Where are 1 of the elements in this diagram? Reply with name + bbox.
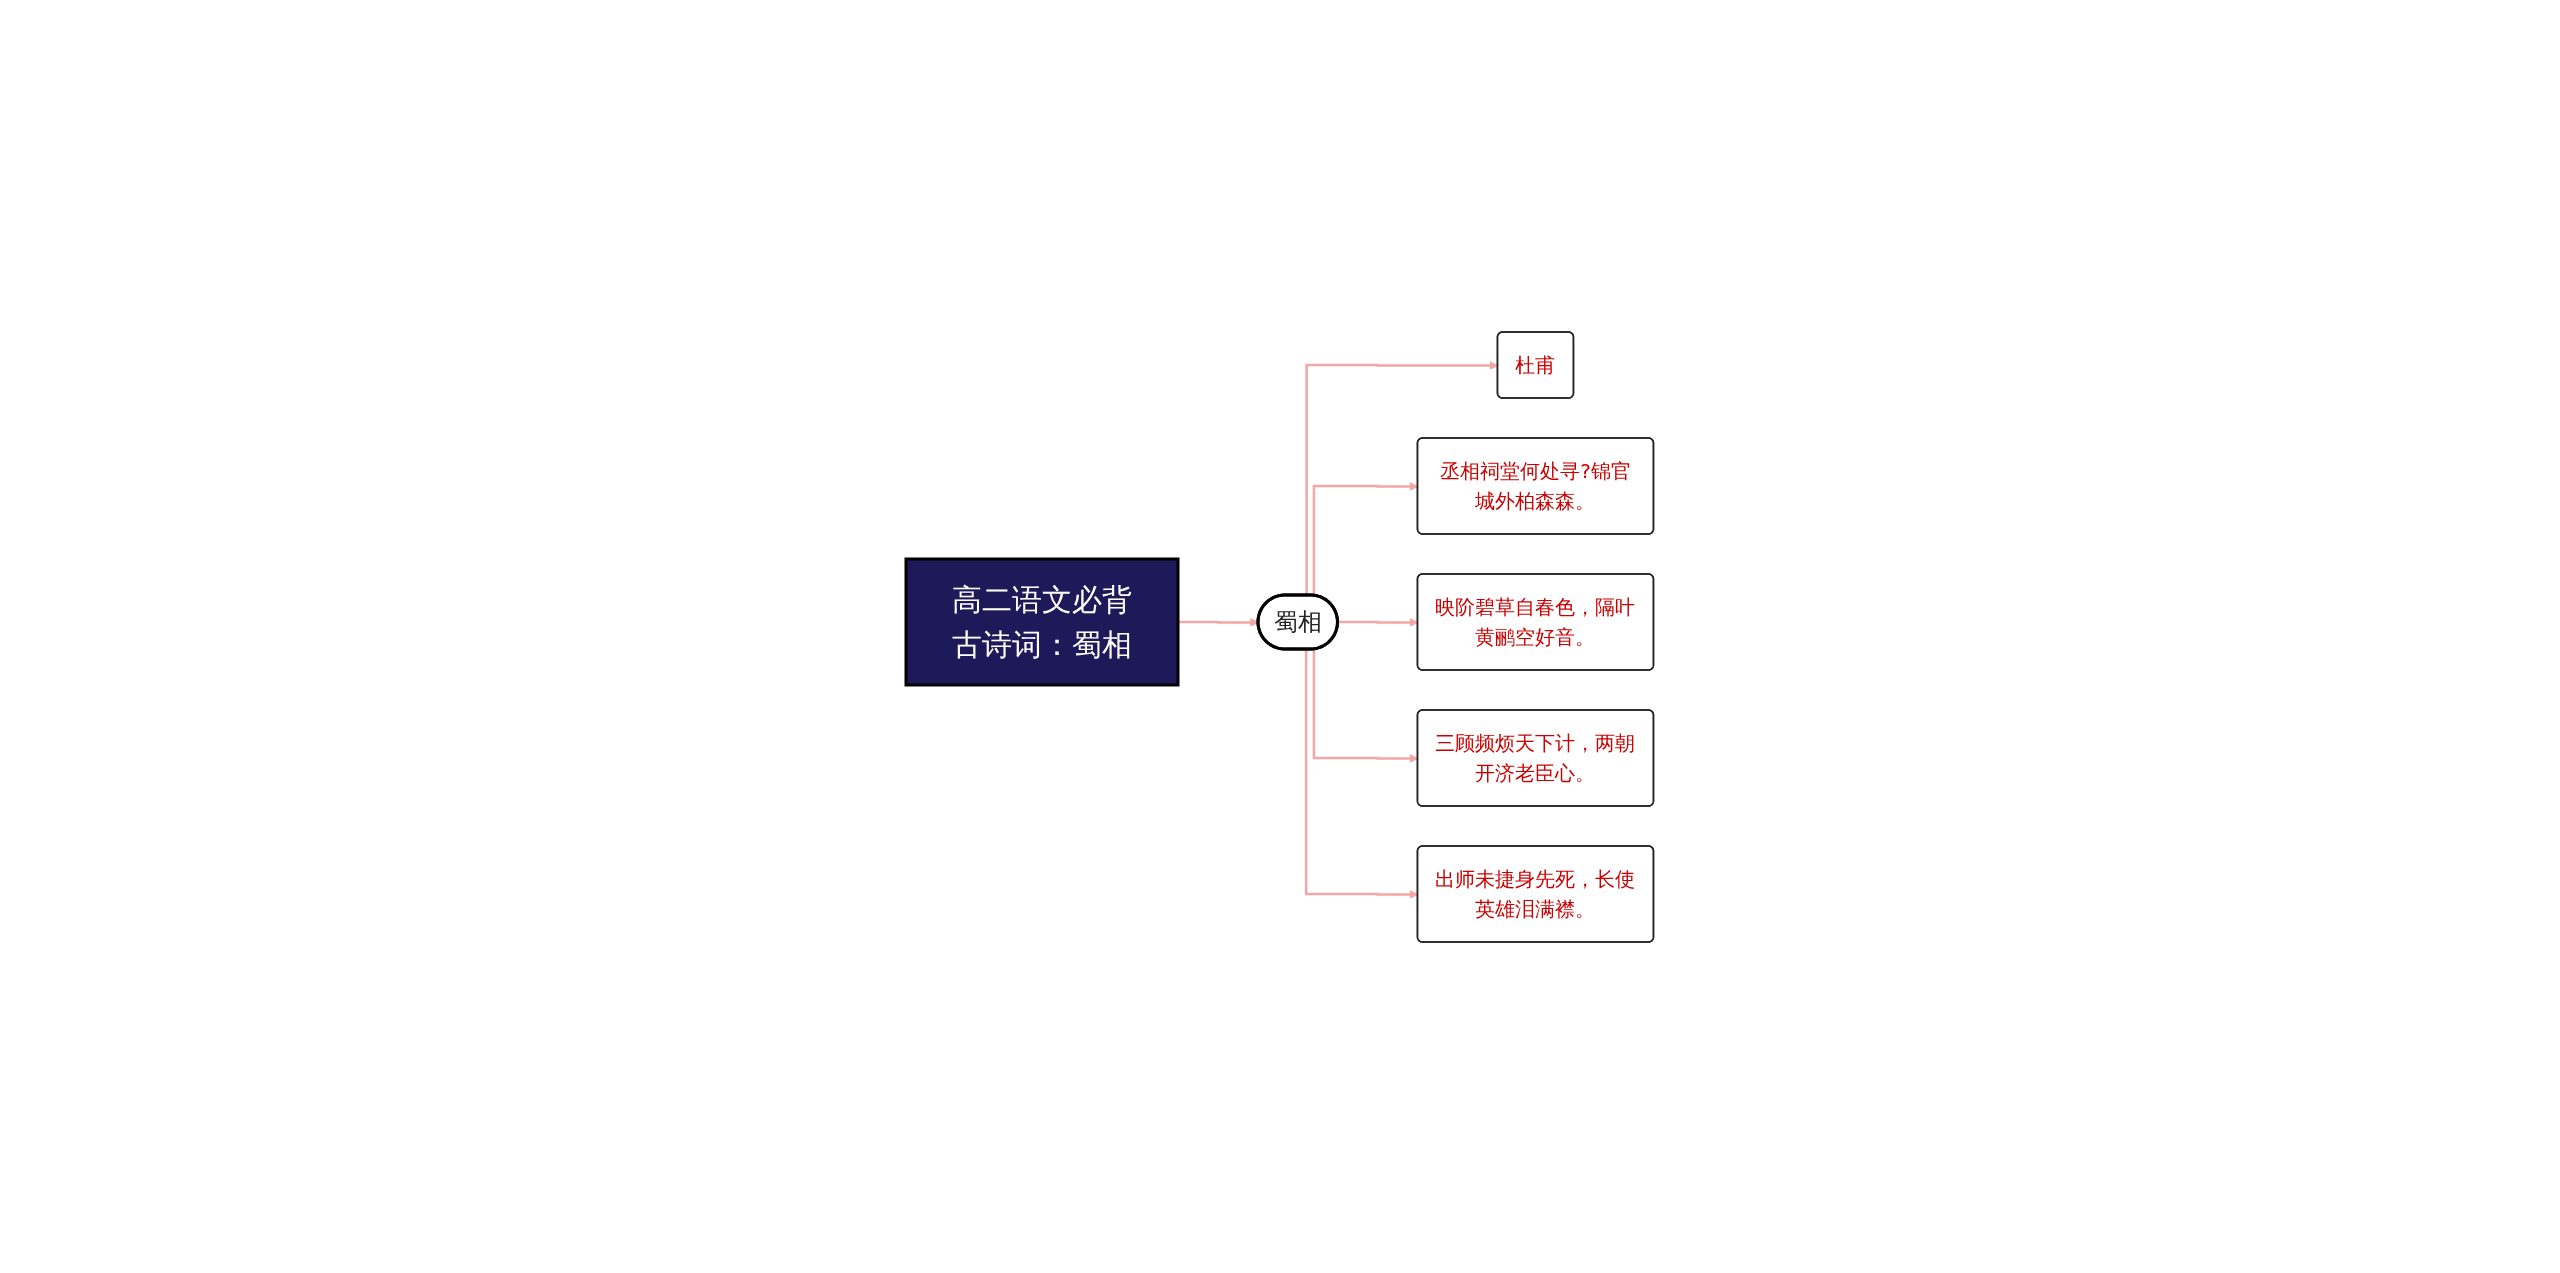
node-box: 高二语文必背古诗词：蜀相 — [904, 557, 1180, 686]
